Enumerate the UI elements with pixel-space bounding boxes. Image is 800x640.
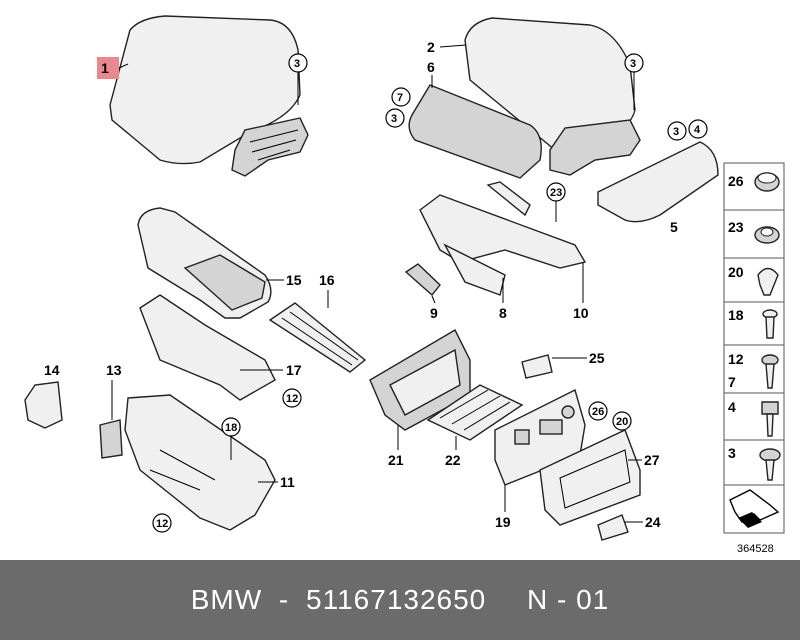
svg-text:4: 4 <box>728 399 736 415</box>
parts-diagram: 1 3 2 3 6 7 3 3 4 5 23 8 9 10 <box>24 15 785 555</box>
callout-17[interactable]: 17 <box>286 362 302 378</box>
footer-caption: BMW - 51167132650 N - 01 <box>0 560 800 640</box>
part-1-armrest-lid[interactable] <box>109 15 309 177</box>
callout-26[interactable]: 26 <box>592 406 604 418</box>
callout-13[interactable]: 13 <box>106 362 122 378</box>
catalog-item-26[interactable]: 26 <box>728 172 780 192</box>
callout-24[interactable]: 24 <box>645 514 661 530</box>
footer-part-number: 51167132650 <box>306 584 487 615</box>
footer-separator: - <box>278 584 290 615</box>
callout-8[interactable]: 8 <box>499 305 507 321</box>
callout-5[interactable]: 5 <box>670 219 678 235</box>
callout-4[interactable]: 4 <box>694 124 701 136</box>
callout-20[interactable]: 20 <box>616 416 628 428</box>
callout-2[interactable]: 2 <box>427 39 435 55</box>
callout-14[interactable]: 14 <box>44 362 60 378</box>
svg-text:20: 20 <box>728 264 744 280</box>
footer-bar: BMW - 51167132650 N - 01 <box>0 560 800 640</box>
callout-3-d[interactable]: 3 <box>673 126 679 138</box>
part-17-side-trim[interactable] <box>139 294 276 401</box>
callout-21[interactable]: 21 <box>388 452 404 468</box>
callout-18[interactable]: 18 <box>225 422 237 434</box>
callout-12-b[interactable]: 12 <box>156 518 168 530</box>
footer-variant: N - 01 <box>527 584 610 615</box>
part-27-trim-bezel[interactable] <box>539 429 641 526</box>
svg-text:18: 18 <box>728 307 744 323</box>
callout-1[interactable]: 1 <box>101 60 109 76</box>
svg-text:23: 23 <box>728 219 744 235</box>
part-13-pad[interactable] <box>99 419 123 459</box>
svg-text:12: 12 <box>728 351 744 367</box>
part-16-mat[interactable] <box>268 302 367 373</box>
diagram-number: 364528 <box>737 543 774 555</box>
callout-12-a[interactable]: 12 <box>286 393 298 405</box>
svg-text:26: 26 <box>728 173 744 189</box>
part-5-cover-pad[interactable] <box>597 141 719 223</box>
callout-27[interactable]: 27 <box>644 452 660 468</box>
footer-brand: BMW <box>190 584 263 615</box>
catalog-item-4[interactable]: 4 <box>728 399 779 437</box>
part-22-grille-mat[interactable] <box>426 384 524 441</box>
callout-19[interactable]: 19 <box>495 514 511 530</box>
callout-6[interactable]: 6 <box>427 59 435 75</box>
callout-3-c[interactable]: 3 <box>391 113 397 125</box>
svg-text:7: 7 <box>728 374 736 390</box>
part-9-clip[interactable] <box>404 263 441 297</box>
catalog-item-20[interactable]: 20 <box>728 264 779 296</box>
callout-9[interactable]: 9 <box>430 305 438 321</box>
svg-text:3: 3 <box>728 445 736 461</box>
catalog-arrow-icon <box>729 489 780 528</box>
callout-1-highlight <box>97 57 119 79</box>
catalog-item-3[interactable]: 3 <box>728 445 781 481</box>
part-24-cap[interactable] <box>597 514 629 541</box>
part-6-lid-pad[interactable] <box>408 84 542 179</box>
catalog-item-18[interactable]: 18 <box>728 307 778 339</box>
callout-10[interactable]: 10 <box>573 305 589 321</box>
callout-23[interactable]: 23 <box>550 187 562 199</box>
small-parts-catalog: 26 23 20 18 12 7 4 3 <box>723 162 785 534</box>
callout-3-b[interactable]: 3 <box>630 58 636 70</box>
catalog-item-12-7[interactable]: 12 7 <box>728 351 779 390</box>
callout-22[interactable]: 22 <box>445 452 461 468</box>
callout-25[interactable]: 25 <box>589 350 605 366</box>
catalog-item-23[interactable]: 23 <box>728 219 780 244</box>
part-8-bracket[interactable] <box>419 181 587 296</box>
callout-16[interactable]: 16 <box>319 272 335 288</box>
callout-3-a[interactable]: 3 <box>294 58 300 70</box>
part-25-cap[interactable] <box>521 354 553 379</box>
callout-15[interactable]: 15 <box>286 272 302 288</box>
part-14-bracket[interactable] <box>24 381 63 429</box>
callout-7[interactable]: 7 <box>397 92 403 104</box>
part-11-lower-tray[interactable] <box>124 394 276 531</box>
part-15-armrest-body[interactable] <box>137 207 272 319</box>
part-2-upper-lid[interactable] <box>464 17 641 176</box>
callout-11[interactable]: 11 <box>280 474 295 490</box>
